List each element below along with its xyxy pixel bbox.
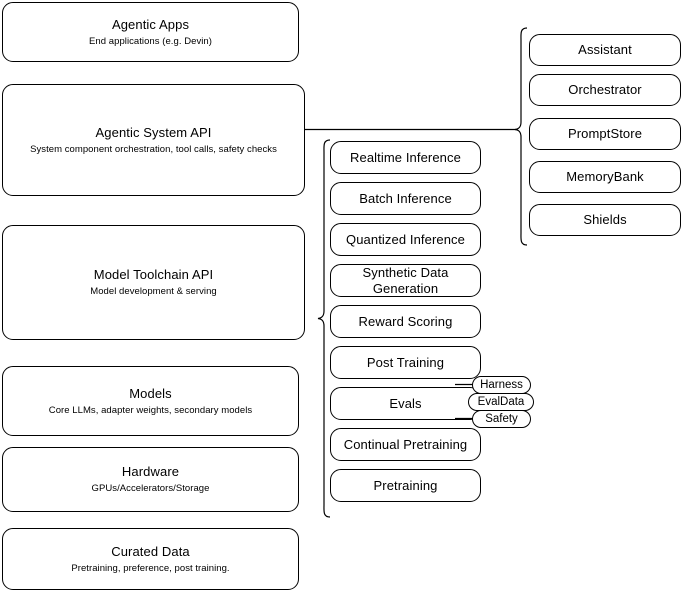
badge-harness[interactable]: Harness <box>472 376 531 394</box>
component-label: Post Training <box>366 354 445 370</box>
component-label: Reward Scoring <box>358 313 453 329</box>
layer-hardware[interactable]: Hardware GPUs/Accelerators/Storage <box>2 447 299 512</box>
layer-agentic-system-api[interactable]: Agentic System API System component orch… <box>2 84 305 196</box>
component-label: Synthetic Data Generation <box>362 264 449 296</box>
component-promptstore[interactable]: PromptStore <box>529 118 681 150</box>
badge-safety[interactable]: Safety <box>472 410 531 428</box>
component-continual-pretraining[interactable]: Continual Pretraining <box>330 428 481 461</box>
component-label: Evals <box>389 395 422 411</box>
component-memorybank[interactable]: MemoryBank <box>529 161 681 193</box>
layer-subtitle: System component orchestration, tool cal… <box>30 143 277 155</box>
brace-system-components <box>514 27 528 246</box>
component-batch-inference[interactable]: Batch Inference <box>330 182 481 215</box>
component-label: PromptStore <box>567 126 643 141</box>
layer-subtitle: Pretraining, preference, post training. <box>71 562 230 574</box>
layer-model-toolchain-api[interactable]: Model Toolchain API Model development & … <box>2 225 305 340</box>
component-label: MemoryBank <box>566 169 644 184</box>
component-label: Pretraining <box>373 477 438 493</box>
component-synthetic-data-generation[interactable]: Synthetic Data Generation <box>330 264 481 297</box>
component-assistant[interactable]: Assistant <box>529 34 681 66</box>
layer-title: Model Toolchain API <box>93 267 214 282</box>
component-quantized-inference[interactable]: Quantized Inference <box>330 223 481 256</box>
component-realtime-inference[interactable]: Realtime Inference <box>330 141 481 174</box>
component-label: Realtime Inference <box>350 149 461 165</box>
component-label: Orchestrator <box>568 82 642 97</box>
layer-title: Agentic System API <box>95 124 212 140</box>
layer-subtitle: End applications (e.g. Devin) <box>89 35 212 47</box>
layer-subtitle: GPUs/Accelerators/Storage <box>91 483 210 494</box>
component-evals[interactable]: Evals <box>330 387 481 420</box>
badge-label: Safety <box>485 412 518 425</box>
layer-subtitle: Model development & serving <box>90 286 217 297</box>
badge-label: Harness <box>480 378 523 391</box>
layer-curated-data[interactable]: Curated Data Pretraining, preference, po… <box>2 528 299 590</box>
badge-evaldata[interactable]: EvalData <box>468 393 534 411</box>
layer-title: Hardware <box>121 464 180 479</box>
layer-subtitle: Core LLMs, adapter weights, secondary mo… <box>48 404 253 416</box>
component-label: Batch Inference <box>359 190 452 206</box>
layer-title: Curated Data <box>111 543 190 559</box>
component-label: Continual Pretraining <box>343 436 468 452</box>
layer-title: Agentic Apps <box>111 16 190 32</box>
component-label: Shields <box>583 212 627 227</box>
badge-label: EvalData <box>477 395 525 408</box>
layer-models[interactable]: Models Core LLMs, adapter weights, secon… <box>2 366 299 436</box>
component-label: Assistant <box>578 42 632 57</box>
layer-title: Models <box>129 385 172 401</box>
layer-agentic-apps[interactable]: Agentic Apps End applications (e.g. Devi… <box>2 2 299 62</box>
component-shields[interactable]: Shields <box>529 204 681 236</box>
brace-toolchain-components <box>317 139 331 518</box>
component-reward-scoring[interactable]: Reward Scoring <box>330 305 481 338</box>
component-orchestrator[interactable]: Orchestrator <box>529 74 681 106</box>
component-post-training[interactable]: Post Training <box>330 346 481 379</box>
component-pretraining[interactable]: Pretraining <box>330 469 481 502</box>
component-label: Quantized Inference <box>346 231 465 247</box>
